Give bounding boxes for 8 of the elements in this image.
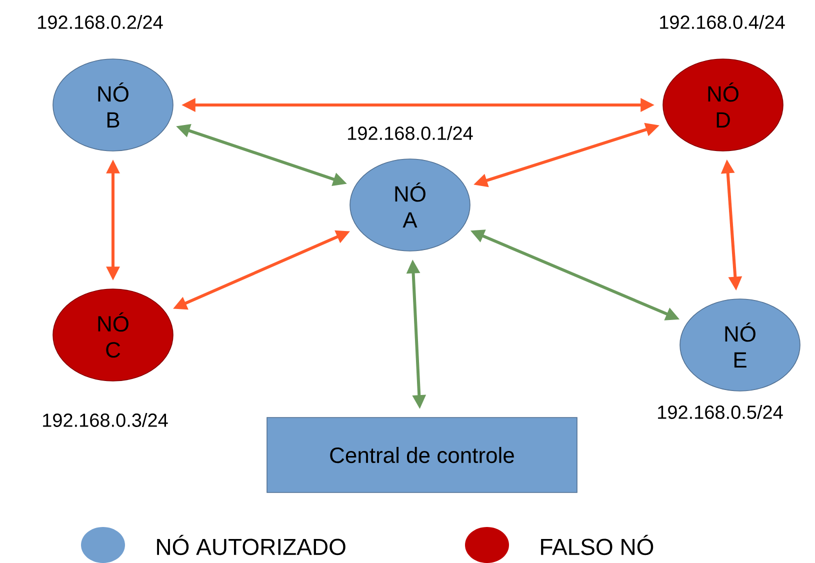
control-box: Central de controle xyxy=(266,417,578,493)
legend-label: FALSO NÓ xyxy=(541,534,654,556)
legend-label: NÓ AUTORIZADO xyxy=(157,534,346,556)
address-label: 192.168.0.3/24 xyxy=(43,413,168,427)
address-label: 192.168.0.4/24 xyxy=(660,15,785,29)
address-label: 192.168.0.1/24 xyxy=(348,126,473,140)
address-label: 192.168.0.2/24 xyxy=(38,15,163,29)
address-label: 192.168.0.5/24 xyxy=(658,405,783,419)
